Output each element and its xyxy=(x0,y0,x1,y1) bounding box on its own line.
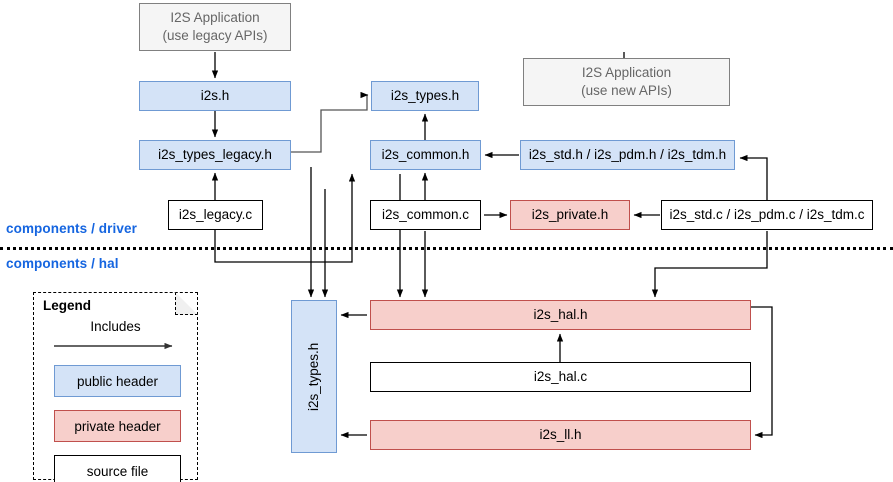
node-i2s-types-h-hal[interactable]: i2s_types.h xyxy=(291,300,337,453)
legend-chip-source-file: source file xyxy=(54,455,181,482)
legend-chip-private-header: private header xyxy=(54,410,181,442)
node-app-legacy[interactable]: I2S Application (use legacy APIs) xyxy=(139,3,291,51)
node-label: i2s.h xyxy=(200,88,230,104)
node-label: I2S Application (use new APIs) xyxy=(581,65,672,98)
node-label: i2s_private.h xyxy=(531,207,609,223)
edge-hal-h-to-ll-h xyxy=(751,306,773,439)
node-i2s-std-h[interactable]: i2s_std.h / i2s_pdm.h / i2s_tdm.h xyxy=(520,140,735,170)
edge-types-legacy-to-types-h xyxy=(291,91,369,153)
node-i2s-common-h[interactable]: i2s_common.h xyxy=(370,140,481,170)
node-label: i2s_types.h xyxy=(390,88,460,104)
node-i2s-h[interactable]: i2s.h xyxy=(139,81,291,111)
legend-title: Legend xyxy=(43,298,92,313)
node-i2s-legacy-c[interactable]: i2s_legacy.c xyxy=(168,200,263,230)
node-label: I2S Application (use legacy APIs) xyxy=(162,10,268,43)
zone-divider xyxy=(0,247,893,250)
node-i2s-types-h-top[interactable]: i2s_types.h xyxy=(371,81,479,111)
node-i2s-ll-h[interactable]: i2s_ll.h xyxy=(370,420,751,450)
node-i2s-std-c[interactable]: i2s_std.c / i2s_pdm.c / i2s_tdm.c xyxy=(661,200,873,230)
node-label: i2s_std.c / i2s_pdm.c / i2s_tdm.c xyxy=(669,207,865,223)
node-i2s-private-h[interactable]: i2s_private.h xyxy=(510,200,630,230)
node-label: i2s_ll.h xyxy=(539,427,582,443)
legend-fold-corner xyxy=(175,292,198,315)
zone-label-driver: components / driver xyxy=(6,221,137,236)
node-label: i2s_hal.c xyxy=(533,369,588,385)
node-label: i2s_types.h xyxy=(306,342,322,411)
edge-std-c-to-std-h xyxy=(739,154,768,200)
node-label: i2s_hal.h xyxy=(533,307,588,323)
edge-std-c-to-hal-h xyxy=(651,231,768,298)
node-label: i2s_legacy.c xyxy=(178,207,253,223)
legend-chip-label: public header xyxy=(76,373,159,389)
node-i2s-hal-c[interactable]: i2s_hal.c xyxy=(370,362,751,392)
node-label: i2s_types_legacy.h xyxy=(158,147,272,163)
legend-chip-label: private header xyxy=(74,418,161,434)
node-label: i2s_common.c xyxy=(381,207,470,223)
zone-label-hal: components / hal xyxy=(6,256,119,271)
legend-arrow-icon xyxy=(54,342,173,350)
legend-arrow-label: Includes xyxy=(90,319,141,334)
legend-chip-label: source file xyxy=(86,463,149,479)
node-i2s-common-c[interactable]: i2s_common.c xyxy=(370,200,481,230)
node-app-new[interactable]: I2S Application (use new APIs) xyxy=(523,58,730,106)
node-i2s-hal-h[interactable]: i2s_hal.h xyxy=(370,300,751,330)
node-i2s-types-legacy-h[interactable]: i2s_types_legacy.h xyxy=(139,140,291,170)
node-label: i2s_std.h / i2s_pdm.h / i2s_tdm.h xyxy=(528,147,727,163)
node-label: i2s_common.h xyxy=(381,147,470,163)
edge-legacy-c-to-common-h xyxy=(214,173,356,263)
legend-panel: Legend Includes public header private he… xyxy=(33,292,198,482)
legend-chip-public-header: public header xyxy=(54,365,181,397)
